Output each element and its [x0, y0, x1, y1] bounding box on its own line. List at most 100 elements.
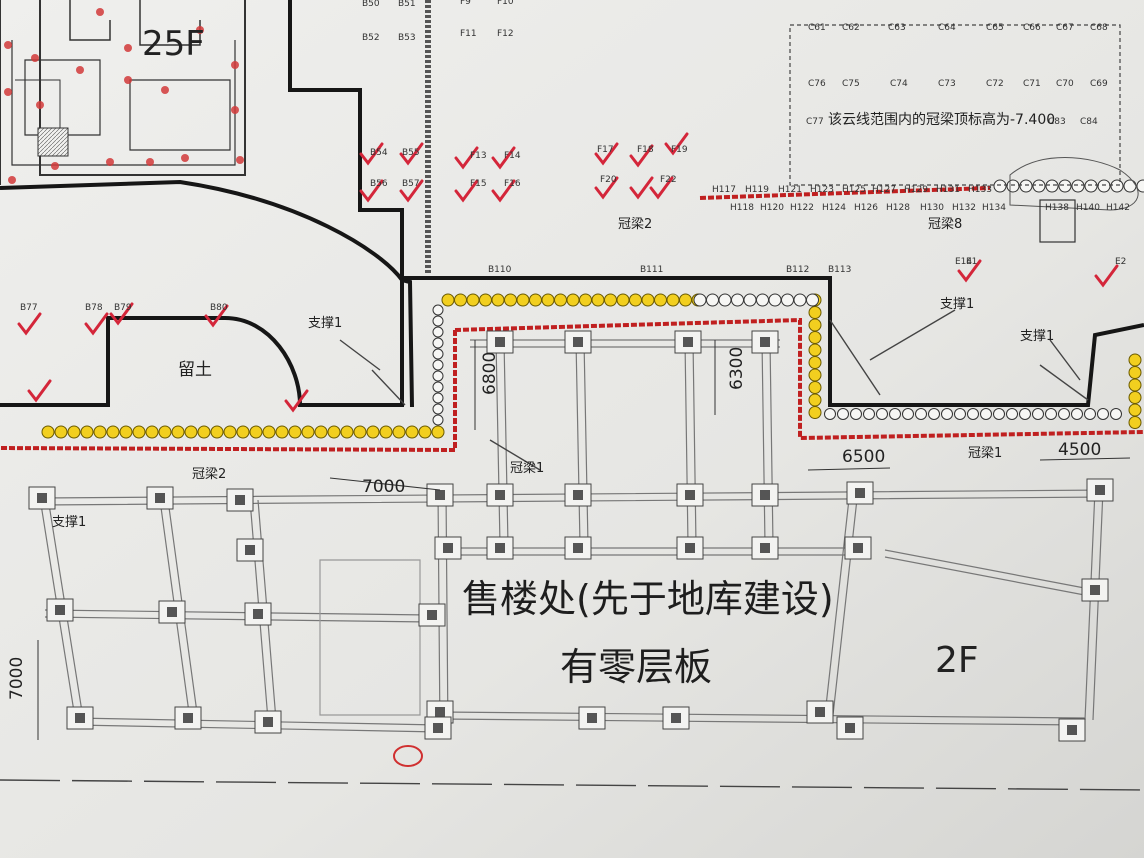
excavation-boundary [0, 0, 1144, 408]
column-core [253, 609, 263, 619]
point-label: C71 [1023, 79, 1041, 89]
point-label: H123 [810, 185, 834, 195]
point-label: F10 [497, 0, 514, 7]
pile-yellow [210, 425, 224, 439]
cap-beam-2-upper: 冠梁2 [618, 217, 652, 232]
pile-yellow [654, 293, 667, 307]
pile-yellow [808, 306, 822, 319]
pile-yellow [158, 425, 172, 439]
building-25f-outline [0, 0, 246, 185]
point-label: H122 [790, 203, 814, 213]
pile-white [432, 392, 444, 404]
pile-white [432, 337, 444, 349]
check-mark [664, 132, 689, 156]
check-mark [399, 179, 424, 203]
pile-yellow [808, 356, 822, 369]
pile-yellow [249, 425, 263, 439]
point-label: H129 [904, 185, 928, 195]
pile-yellow [1128, 416, 1142, 429]
point-label: C66 [1023, 23, 1041, 33]
point-label: H142 [1106, 203, 1130, 213]
column-core [245, 545, 255, 555]
inspection-check-marks [17, 132, 1119, 413]
column-core [760, 337, 770, 347]
point-label: C67 [1056, 23, 1074, 33]
pile-white [837, 408, 849, 420]
pile-yellow [353, 425, 367, 439]
pile-white [1097, 408, 1109, 420]
check-mark [1094, 264, 1119, 288]
dim-6300: 6300 [727, 347, 747, 390]
support-1-left: 支撑1 [308, 316, 342, 331]
point-label: B78 [85, 303, 103, 313]
point-label: B79 [114, 303, 132, 313]
pile-yellow [197, 425, 211, 439]
floor-label-25f: 25F [142, 24, 205, 64]
pile-white [824, 408, 836, 420]
column-core [435, 707, 445, 717]
pile-yellow [314, 425, 328, 439]
pile-yellow [275, 425, 289, 439]
pile-white [1071, 179, 1085, 193]
point-label: H131 [936, 185, 960, 195]
pile-white [718, 293, 732, 307]
point-label: H138 [1045, 203, 1069, 213]
elevator-core [37, 127, 69, 157]
dim-6500: 6500 [842, 447, 885, 467]
pile-yellow [808, 406, 822, 419]
pile-yellow [67, 425, 81, 439]
pile-yellow [1128, 391, 1142, 404]
column-core [495, 543, 505, 553]
check-mark [84, 312, 109, 336]
column-core [433, 723, 443, 733]
pile-white [1084, 179, 1098, 193]
pile-white [954, 408, 966, 420]
pile-yellow [516, 293, 530, 307]
pile-yellow [145, 425, 159, 439]
pile-white [781, 293, 794, 307]
pile-yellow [392, 425, 406, 439]
support-1-bottom: 支撑1 [52, 515, 86, 530]
pile-yellow [504, 293, 517, 307]
point-label: B110 [488, 265, 512, 275]
column-core [760, 543, 770, 553]
pile-yellow [808, 331, 822, 344]
pile-yellow [132, 425, 146, 439]
pile-white [1084, 408, 1096, 420]
dim-6800: 6800 [480, 352, 500, 395]
point-label: C65 [986, 23, 1004, 33]
point-label: C83 [1048, 117, 1066, 127]
pile-white [993, 408, 1005, 420]
pile-white [889, 408, 901, 420]
point-label: C64 [938, 23, 956, 33]
retained-soil-label: 留土 [178, 360, 212, 380]
cap-beam-2-lower: 冠梁2 [192, 467, 226, 482]
pile-yellow [808, 381, 822, 394]
point-label: C63 [888, 23, 906, 33]
point-label: B51 [398, 0, 416, 9]
pile-white [432, 359, 444, 371]
check-mark [17, 312, 42, 336]
pile-yellow [808, 368, 822, 382]
column-core [37, 493, 47, 503]
point-label: B77 [20, 303, 38, 313]
check-mark [284, 389, 309, 413]
pile-yellow [119, 425, 133, 439]
pile-yellow [327, 425, 341, 439]
point-label: B113 [828, 265, 851, 275]
check-mark [957, 259, 982, 283]
point-label: H134 [982, 203, 1006, 213]
pile-white [876, 408, 888, 420]
pile-white [432, 414, 444, 426]
point-label: F12 [497, 29, 514, 39]
point-label: E1 [966, 257, 977, 267]
red-pile-line [0, 317, 1144, 453]
column-core [263, 717, 273, 727]
pile-white [967, 408, 979, 420]
point-label: F19 [671, 145, 688, 155]
pile-white [1032, 179, 1046, 193]
pile-yellow [566, 293, 580, 307]
